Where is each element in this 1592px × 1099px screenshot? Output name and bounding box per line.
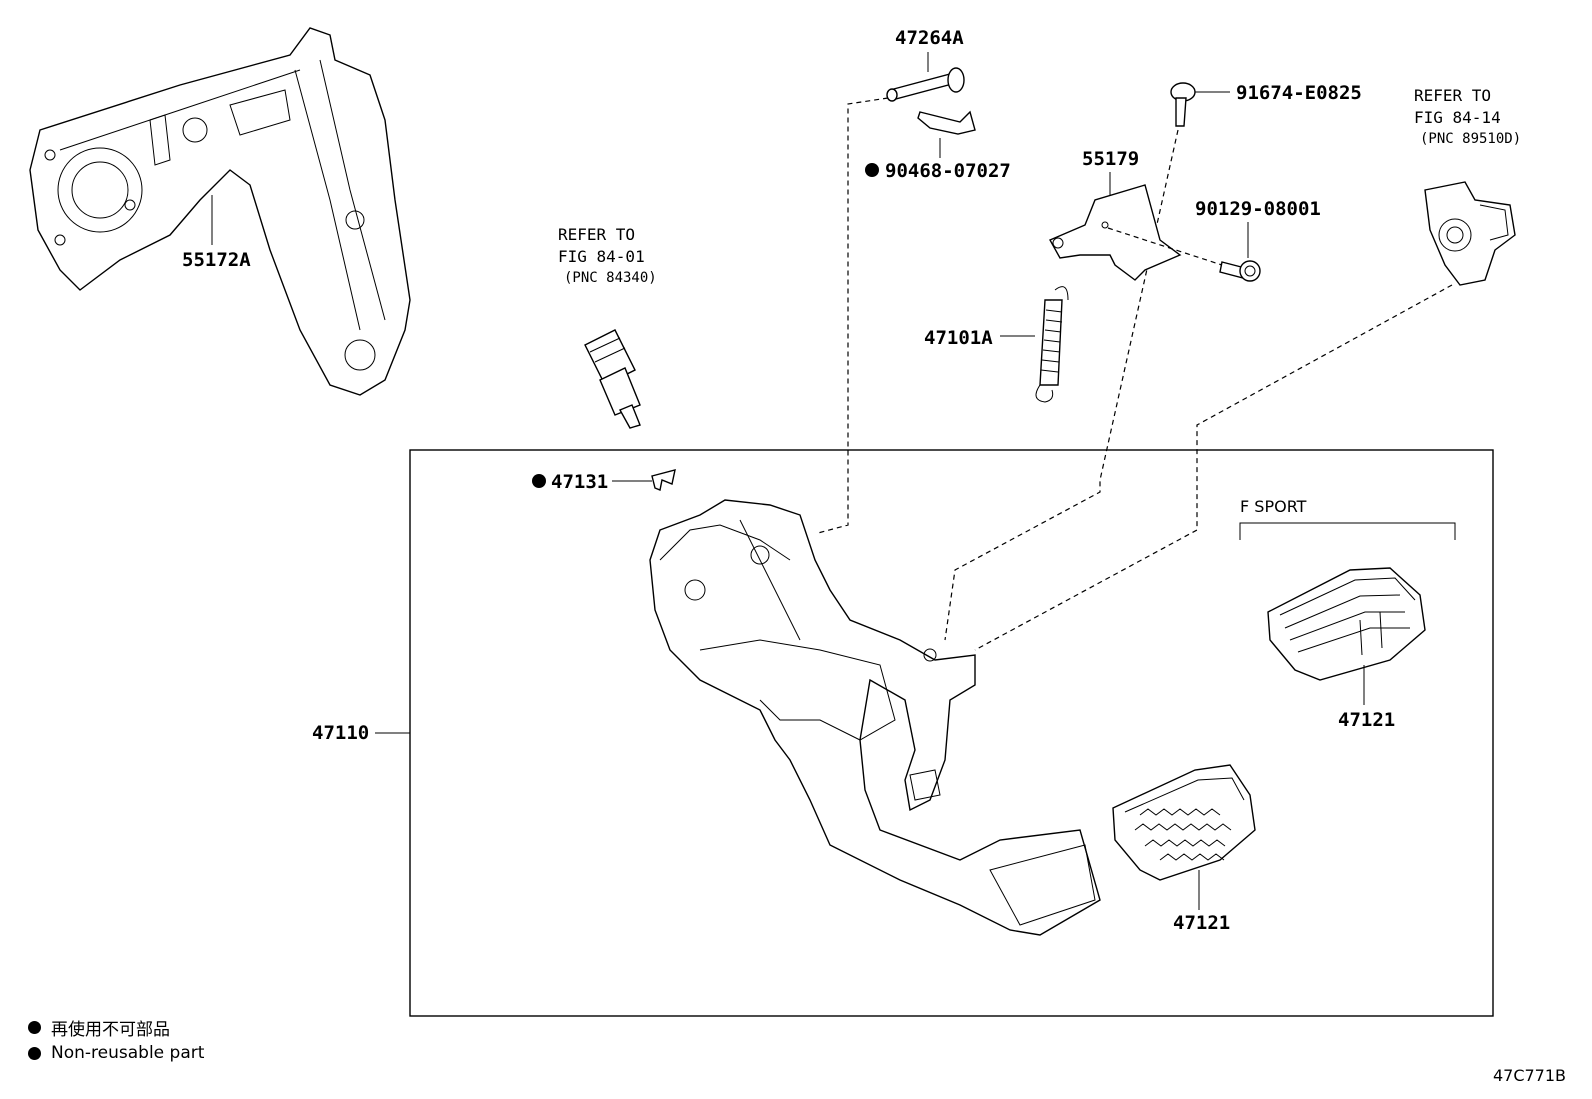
label-90129: 90129-08001 [1195,198,1321,220]
clip-47131 [651,469,676,491]
stop-lamp-switch [584,329,641,429]
label-47131: 47131 [551,471,608,493]
pedal-assembly-box [409,449,1494,1017]
label-47121-fsport: 47121 [1338,709,1395,731]
legend-en: Non-reusable part [51,1043,205,1063]
legend-row-jp: 再使用不可部品 [28,1014,204,1040]
ref-sensor-line2: FIG 84-14 [1414,108,1501,127]
pedal-pad-fsport [1267,567,1426,681]
nonreusable-dot-47131 [532,474,546,488]
diagram-code: 47C771B [1492,1066,1566,1085]
bolt-90129 [1219,260,1261,282]
pin-47264a [886,67,965,102]
ref-sensor-line3: (PNC 89510D) [1420,131,1521,147]
ref-sensor-line1: REFER TO [1414,86,1491,105]
legend-jp: 再使用不可部品 [51,1019,170,1040]
label-47264a: 47264A [895,27,964,49]
ref-switch-line1: REFER TO [558,225,635,244]
legend: 再使用不可部品 Non-reusable part [28,1014,204,1066]
bracket-55179 [1049,184,1182,281]
fsport-label: F SPORT [1240,497,1307,516]
label-55172a: 55172A [182,249,251,271]
label-90468: 90468-07027 [885,160,1011,182]
support-bracket-55172a [29,27,411,396]
nonreusable-dot-90468 [865,163,879,177]
ref-switch-line3: (PNC 84340) [564,270,657,286]
bolt-91674 [1170,82,1196,127]
ref-switch-line2: FIG 84-01 [558,247,645,266]
label-47101a: 47101A [924,327,993,349]
pedal-sensor [1424,181,1516,286]
label-55179: 55179 [1082,148,1139,170]
legend-dot-icon [28,1046,41,1060]
spring-47101a [1035,286,1069,403]
pedal-pad-standard [1112,764,1256,881]
brake-pedal-assembly [649,499,1101,936]
label-47110: 47110 [312,722,369,744]
legend-dot-icon [28,1020,41,1034]
label-47121: 47121 [1173,912,1230,934]
label-91674: 91674-E0825 [1236,82,1362,104]
legend-row-en: Non-reusable part [28,1040,204,1066]
clip-90468 [917,110,976,135]
